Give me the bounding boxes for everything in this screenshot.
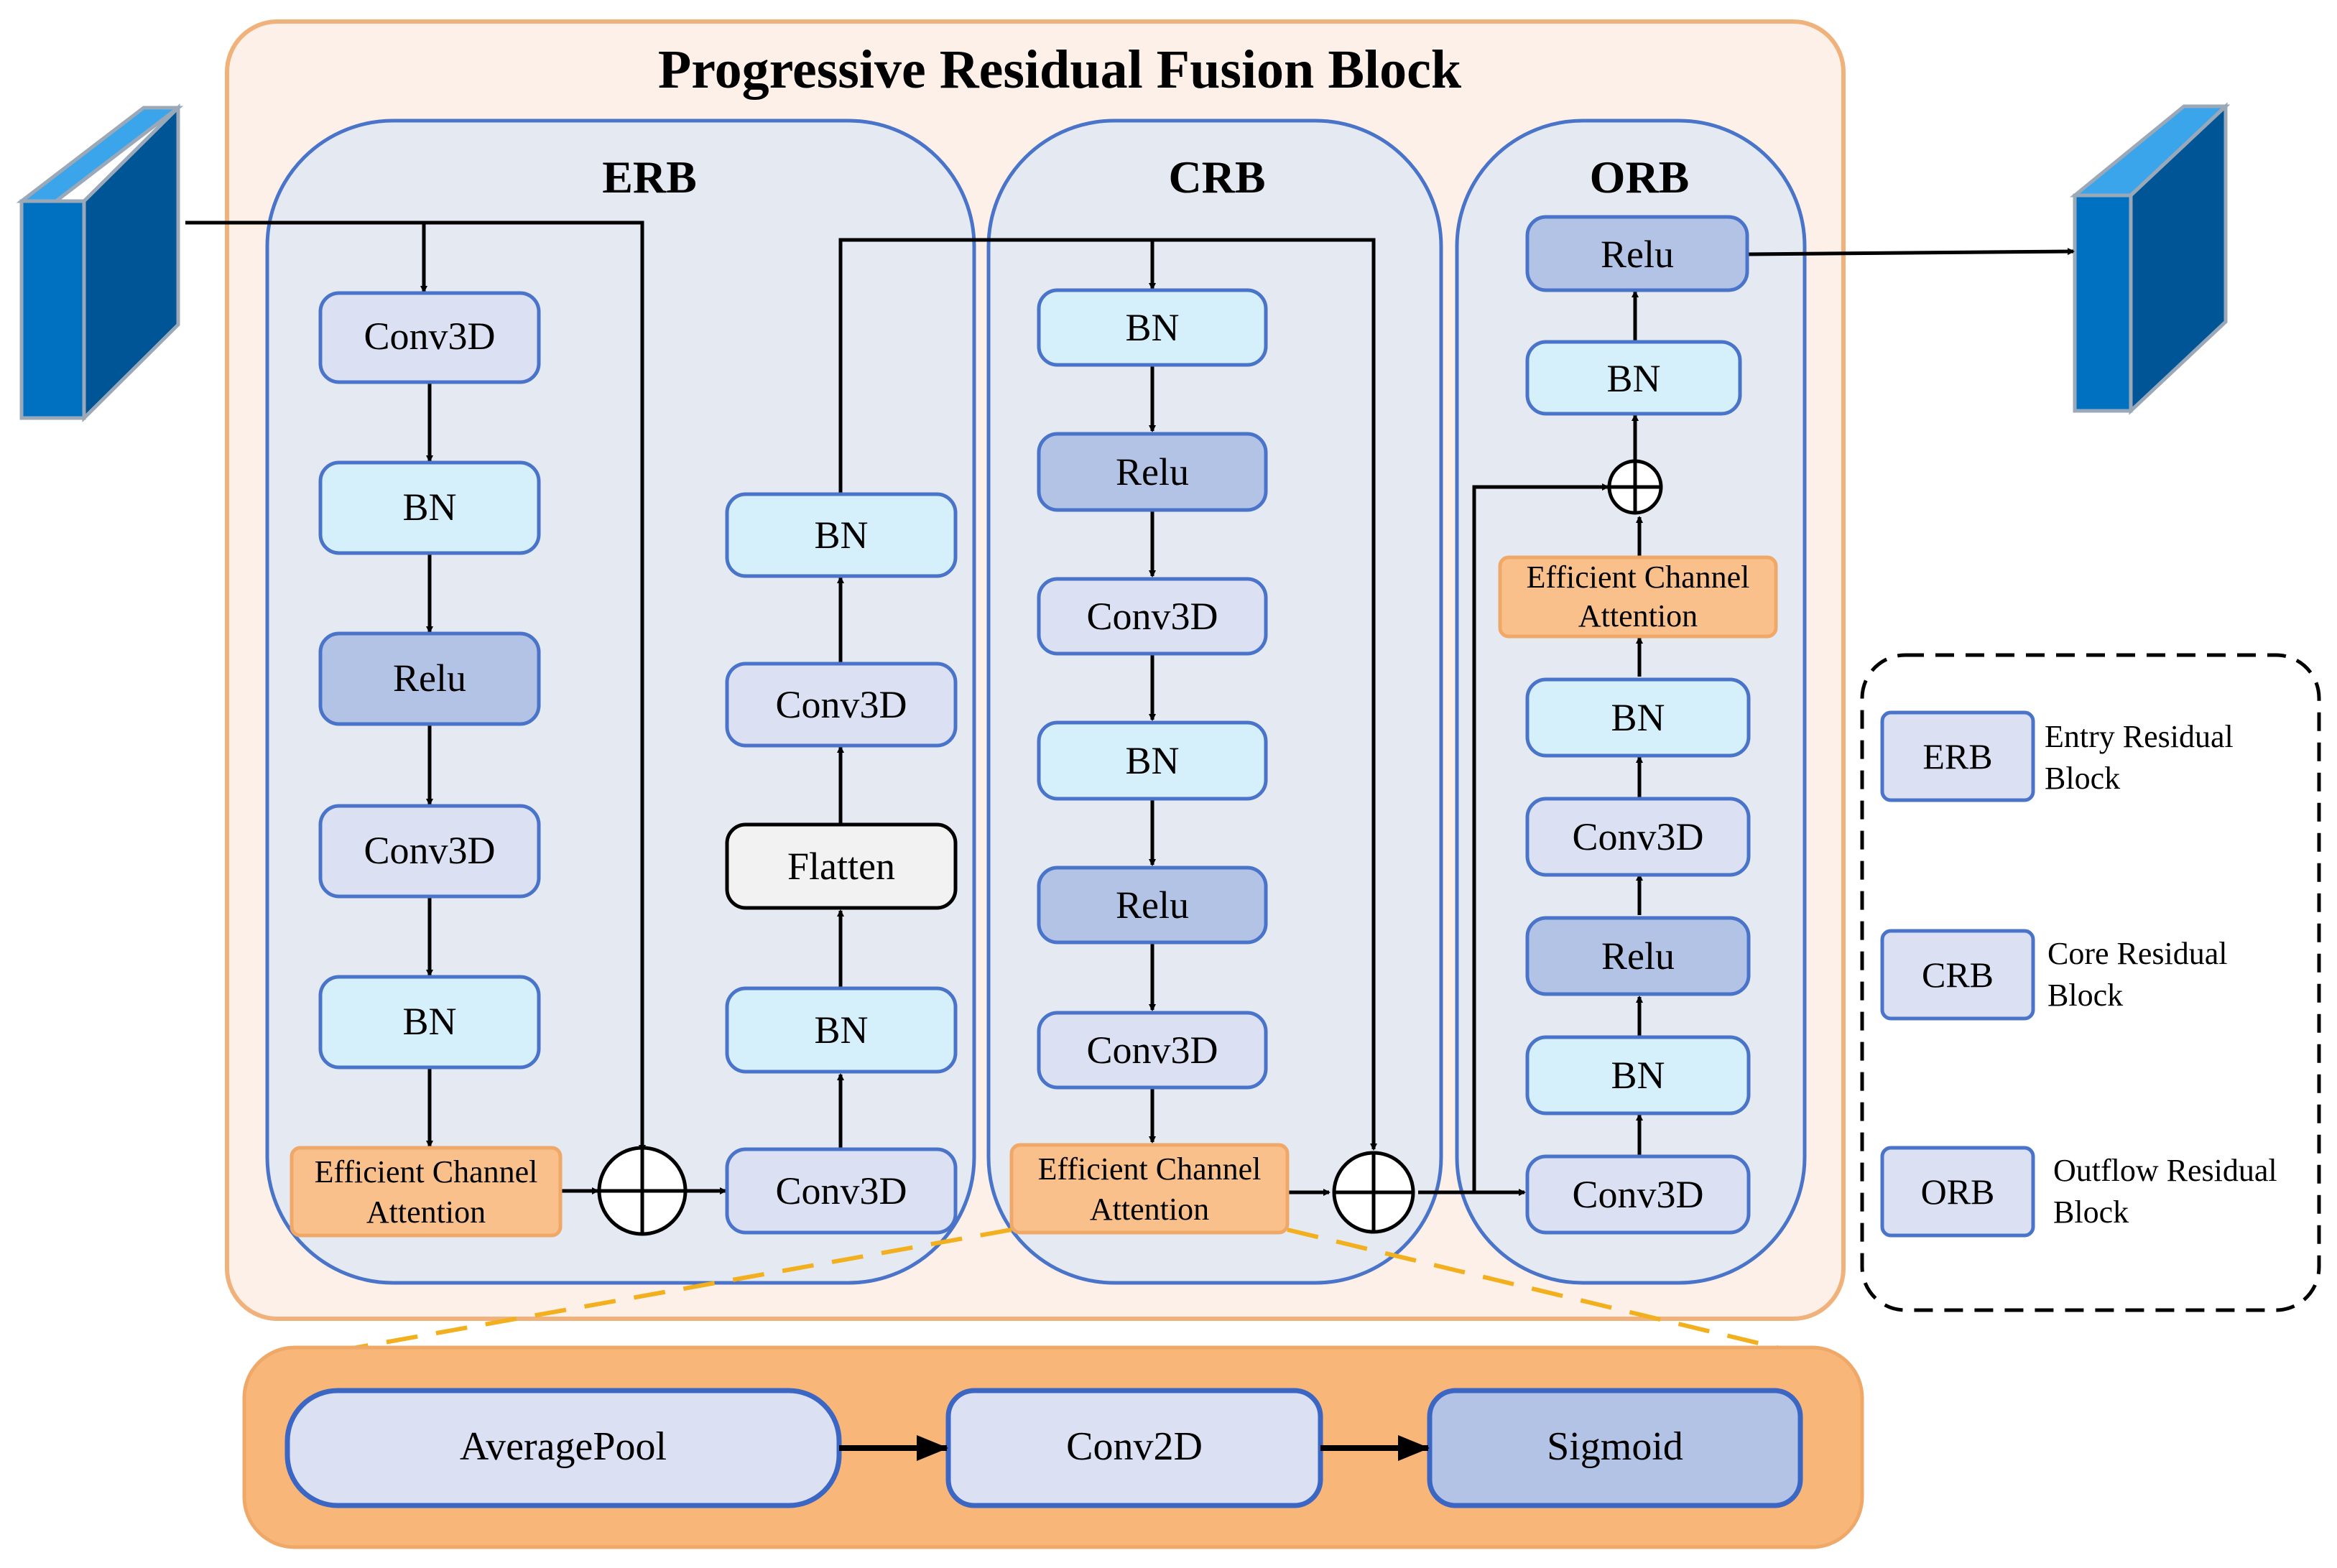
orb-node-relu-2: Relu	[1525, 215, 1749, 292]
svg-text:Attention: Attention	[366, 1194, 486, 1230]
svg-text:ERB: ERB	[1922, 736, 1992, 776]
legend-item-orb: ORB Outflow Residual Block	[1880, 1146, 2277, 1238]
svg-text:Relu: Relu	[1116, 450, 1189, 493]
svg-text:BN: BN	[402, 486, 456, 529]
eca-detail-sigmoid: Sigmoid	[1427, 1388, 1803, 1508]
svg-text:Sigmoid: Sigmoid	[1547, 1424, 1683, 1469]
orb-node-bn-1: BN	[1525, 1035, 1751, 1115]
svg-text:Relu: Relu	[393, 657, 466, 700]
zoom-lines	[268, 1228, 1837, 1365]
crb-node-relu-2: Relu	[1037, 866, 1268, 945]
sum-circle-icon	[597, 1146, 688, 1236]
orb-node-bn-2: BN	[1525, 677, 1751, 758]
svg-text:Outflow Residual: Outflow Residual	[2053, 1153, 2277, 1188]
svg-text:Block: Block	[2045, 761, 2120, 796]
svg-text:Relu: Relu	[1601, 233, 1674, 276]
erb-title: ERB	[602, 152, 697, 203]
svg-text:Conv3D: Conv3D	[1086, 1029, 1218, 1072]
orb-node-conv3d-1: Conv3D	[1525, 1154, 1751, 1235]
svg-text:Conv3D: Conv3D	[775, 683, 907, 726]
erb-node-conv3d-1: Conv3D	[318, 291, 541, 384]
connectors	[185, 221, 2075, 1196]
svg-text:Efficient Channel: Efficient Channel	[315, 1154, 538, 1189]
svg-text:Conv3D: Conv3D	[1572, 815, 1703, 858]
svg-text:BN: BN	[814, 1008, 868, 1052]
svg-text:Entry Residual: Entry Residual	[2045, 719, 2234, 754]
legend-item-crb: CRB Core Residual Block	[1880, 929, 2228, 1021]
svg-text:Conv2D: Conv2D	[1066, 1424, 1203, 1469]
input-feature-cube-icon	[16, 103, 184, 423]
svg-text:Block: Block	[2047, 978, 2123, 1013]
svg-text:Conv3D: Conv3D	[364, 315, 495, 358]
svg-text:BN: BN	[1125, 739, 1179, 782]
crb-node-conv3d-2: Conv3D	[1037, 1011, 1268, 1090]
eca-detail-averagepool: AveragePool	[284, 1388, 842, 1508]
erb-node-eca: Efficient Channel Attention	[290, 1146, 563, 1238]
erb-node-bn-3: BN	[725, 986, 958, 1074]
svg-text:BN: BN	[1125, 306, 1179, 349]
crb-node-bn-1: BN	[1037, 288, 1268, 367]
svg-text:BN: BN	[402, 1000, 456, 1043]
svg-text:Relu: Relu	[1116, 883, 1189, 927]
sum-circle-icon	[1607, 459, 1663, 515]
svg-text:Efficient Channel: Efficient Channel	[1527, 560, 1750, 595]
svg-text:BN: BN	[814, 514, 868, 557]
erb-node-conv3d-3: Conv3D	[725, 1147, 958, 1235]
crb-title: CRB	[1168, 152, 1265, 203]
svg-text:CRB: CRB	[1922, 955, 1994, 995]
crb-node-eca: Efficient Channel Attention	[1009, 1143, 1290, 1235]
svg-text:Flatten: Flatten	[787, 845, 895, 888]
svg-text:Relu: Relu	[1601, 934, 1675, 978]
orb-title: ORB	[1590, 152, 1690, 203]
crb-node-conv3d-1: Conv3D	[1037, 577, 1268, 656]
orb-node-relu-1: Relu	[1525, 916, 1751, 996]
svg-text:Conv3D: Conv3D	[1086, 595, 1218, 638]
erb-node-bn-4: BN	[725, 492, 958, 578]
erb-node-relu: Relu	[318, 631, 541, 726]
crb-container	[986, 119, 1443, 1285]
erb-node-conv3d-4: Conv3D	[725, 662, 958, 748]
crb-node-relu-1: Relu	[1037, 432, 1268, 512]
orb-node-conv3d-2: Conv3D	[1525, 797, 1751, 877]
erb-node-conv3d-2: Conv3D	[318, 804, 541, 899]
svg-text:Conv3D: Conv3D	[1572, 1173, 1703, 1216]
legend-item-erb: ERB Entry Residual Block	[1880, 710, 2234, 802]
erb-node-flatten: Flatten	[725, 822, 958, 910]
erb-node-bn-1: BN	[318, 460, 541, 555]
svg-text:BN: BN	[1606, 357, 1660, 400]
svg-text:BN: BN	[1611, 1054, 1665, 1097]
output-feature-cube-icon	[2069, 102, 2231, 415]
diagram-title: Progressive Residual Fusion Block	[658, 40, 1462, 100]
svg-text:Efficient Channel: Efficient Channel	[1038, 1151, 1262, 1187]
svg-text:Attention: Attention	[1090, 1192, 1209, 1227]
svg-text:Block: Block	[2053, 1194, 2129, 1230]
svg-text:Conv3D: Conv3D	[775, 1169, 907, 1212]
erb-node-bn-2: BN	[318, 975, 541, 1070]
svg-text:BN: BN	[1611, 696, 1665, 739]
svg-text:Core Residual: Core Residual	[2047, 936, 2228, 971]
eca-detail-conv2d: Conv2D	[945, 1388, 1323, 1508]
orb-node-eca: Efficient Channel Attention	[1498, 555, 1778, 639]
svg-text:Conv3D: Conv3D	[364, 829, 495, 872]
svg-text:ORB: ORB	[1921, 1172, 1995, 1212]
svg-text:Attention: Attention	[1578, 598, 1698, 634]
orb-node-bn-3: BN	[1525, 340, 1742, 416]
svg-text:AveragePool: AveragePool	[460, 1424, 667, 1469]
sum-circle-icon	[1332, 1151, 1415, 1234]
crb-node-bn-2: BN	[1037, 720, 1268, 801]
